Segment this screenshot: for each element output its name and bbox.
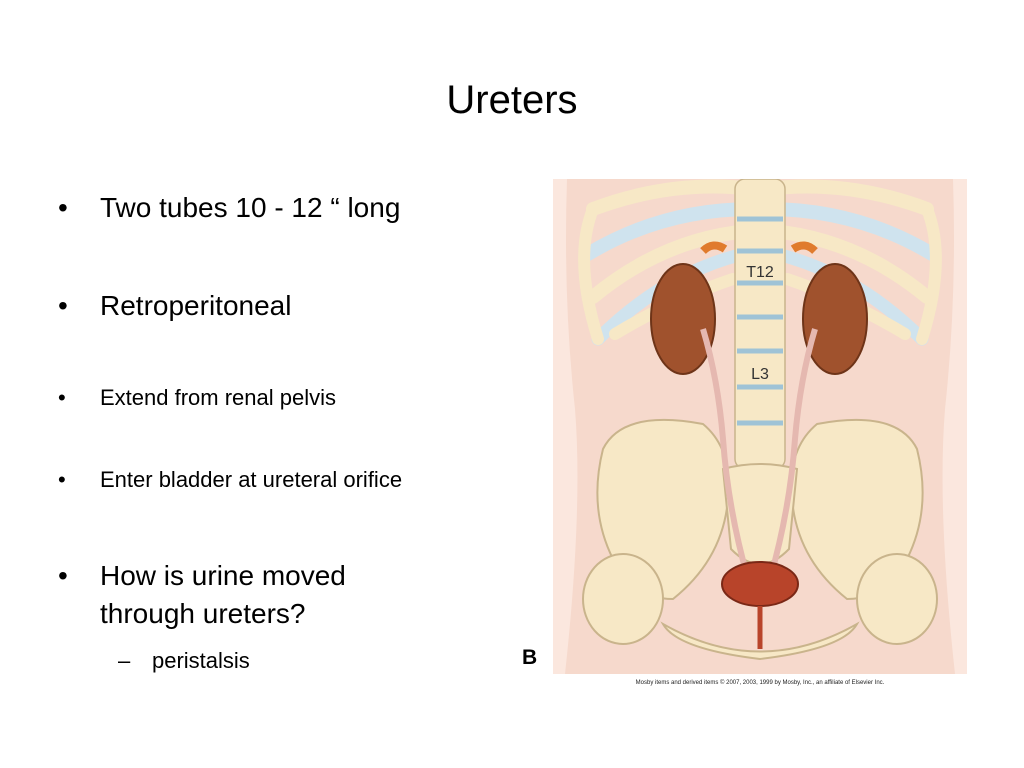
sub-bullet-marker: – xyxy=(118,648,131,673)
vertebra-label-l3: L3 xyxy=(751,366,769,383)
right-kidney xyxy=(802,263,868,375)
right-body-edge xyxy=(942,179,967,674)
figure-credit: Mosby items and derived items © 2007, 20… xyxy=(635,680,885,686)
bullet-marker: • xyxy=(58,560,68,591)
figure-label: B xyxy=(522,646,538,669)
vertebra-label-t12: T12 xyxy=(746,264,774,281)
right-adrenal-gland xyxy=(790,241,818,254)
bullet-text: Two tubes 10 - 12 “ long xyxy=(100,192,401,223)
left-ureter xyxy=(700,328,751,580)
sub-bullet-text: peristalsis xyxy=(152,648,250,673)
bullet-marker: • xyxy=(58,385,66,410)
left-adrenal-gland xyxy=(700,241,728,254)
bullet-text: Enter bladder at ureteral orifice xyxy=(100,467,403,492)
bullet-marker: • xyxy=(58,192,68,223)
bullet-text: Retroperitoneal xyxy=(100,290,292,321)
bullet-text: How is urine moved through ureters? xyxy=(100,560,346,629)
left-body-edge xyxy=(553,179,578,674)
left-kidney xyxy=(650,263,716,375)
slide-title: Ureters xyxy=(446,78,578,122)
spine xyxy=(734,179,786,470)
bullet-text: Extend from renal pelvis xyxy=(100,385,336,410)
right-ureter xyxy=(767,328,818,580)
urinary-anatomy-illustration: T12 L3 xyxy=(553,179,967,674)
bladder xyxy=(721,561,799,607)
bullet-marker: • xyxy=(58,467,66,492)
bullet-marker: • xyxy=(58,290,68,321)
